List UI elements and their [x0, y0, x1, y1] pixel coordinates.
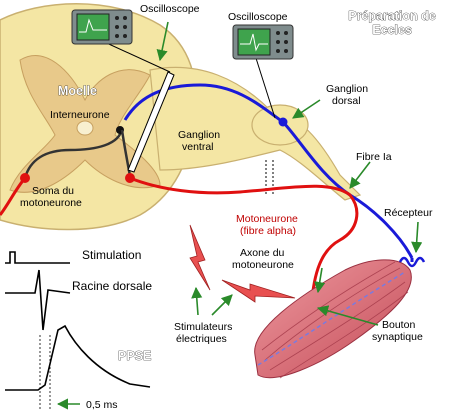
racine-dorsale-label: Racine dorsale [72, 279, 152, 293]
oscilloscope-left-icon [71, 9, 133, 45]
soma-label-2: motoneurone [20, 197, 82, 209]
bouton-label-2: synaptique [372, 331, 423, 343]
time-marks [39, 335, 51, 410]
ppse-trace [5, 324, 151, 391]
oscilloscope-right-label: Oscilloscope [228, 11, 288, 23]
label-arrows [56, 21, 423, 410]
motor-fiber-alpha [129, 176, 359, 301]
oscilloscope-left-label: Oscilloscope [140, 3, 200, 15]
motoneurone-label-2: (fibre alpha) [240, 225, 296, 237]
interneurone-label: Interneurone [50, 109, 110, 121]
dorsal-root-trace [5, 269, 71, 331]
oscilloscope-right-icon [232, 24, 294, 60]
ppse-label: PPSE [118, 349, 151, 363]
soma-label-1: Soma du [32, 185, 74, 197]
stimulateurs-label-2: électriques [176, 333, 227, 345]
stimulation-label: Stimulation [82, 248, 141, 262]
spinal-cord [0, 3, 197, 231]
ganglion-cell-body [278, 117, 288, 127]
stimulation-trace [5, 251, 70, 264]
title: Préparation de Eccles [348, 9, 436, 38]
stimulator-bolt-icon [189, 224, 296, 303]
time-scale-label: 0,5 ms [86, 399, 118, 411]
recording-traces [5, 251, 151, 391]
muscle [254, 259, 412, 379]
ganglion-ventral-label-2: ventral [182, 141, 214, 153]
receptor-coil [398, 256, 426, 268]
title-line-2: Eccles [372, 23, 412, 37]
bouton-label-1: Bouton [382, 319, 415, 331]
axone-label-1: Axone du [240, 247, 285, 259]
fibre-ia-label: Fibre Ia [356, 151, 392, 163]
ganglion-dorsal-label-2: dorsal [332, 95, 361, 107]
recepteur-label: Récepteur [384, 207, 433, 219]
ganglion-ventral-label-1: Ganglion [178, 129, 220, 141]
ganglion-dorsal-label-1: Ganglion [326, 83, 368, 95]
moelle-label: Moelle [58, 84, 97, 98]
recording-electrode [99, 39, 175, 173]
stimulateurs-label-1: Stimulateurs [174, 321, 232, 333]
interneuron-fiber [23, 127, 124, 179]
axone-label-2: motoneurone [232, 259, 294, 271]
soma-motoneurone [125, 173, 135, 183]
motoneurone-label-1: Motoneurone [236, 213, 298, 225]
title-line-1: Préparation de [348, 9, 436, 23]
